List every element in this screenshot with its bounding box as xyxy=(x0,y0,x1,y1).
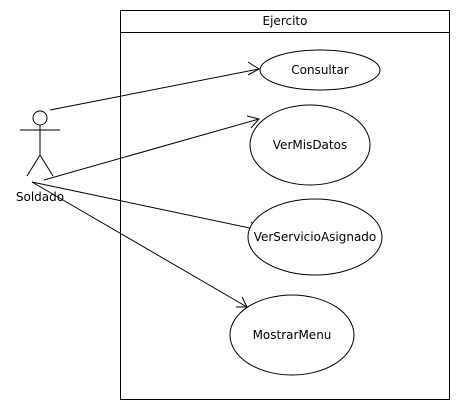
use-case-consultar[interactable]: Consultar xyxy=(259,49,381,91)
actor-left-leg xyxy=(26,154,41,177)
system-title: Ejercito xyxy=(263,14,308,28)
use-case-mostrarmenu[interactable]: MostrarMenu xyxy=(229,294,355,376)
actor-soldado[interactable]: Soldado xyxy=(16,110,64,204)
use-case-label: Consultar xyxy=(291,63,349,77)
association-vermisdatos[interactable] xyxy=(43,115,260,181)
use-case-verservicioasignado[interactable]: VerServicioAsignado xyxy=(247,198,383,276)
association-line xyxy=(31,181,248,308)
association-line xyxy=(49,68,260,111)
association-line xyxy=(31,181,260,231)
use-case-label: VerMisDatos xyxy=(273,138,347,152)
actor-name: Soldado xyxy=(16,190,64,204)
association-line xyxy=(43,118,260,181)
use-case-ellipse xyxy=(259,49,381,91)
use-case-ellipse xyxy=(247,198,383,276)
use-case-label: MostrarMenu xyxy=(253,328,332,342)
actor-head xyxy=(32,110,48,126)
use-case-vermisdatos[interactable]: VerMisDatos xyxy=(249,104,371,186)
use-case-ellipse xyxy=(249,104,371,186)
association-consultar[interactable] xyxy=(49,61,260,111)
arrowhead xyxy=(247,61,260,76)
actor-right-leg xyxy=(39,154,54,177)
use-case-label: VerServicioAsignado xyxy=(254,230,377,244)
arrowhead xyxy=(246,115,260,129)
use-case-ellipse xyxy=(229,294,355,376)
